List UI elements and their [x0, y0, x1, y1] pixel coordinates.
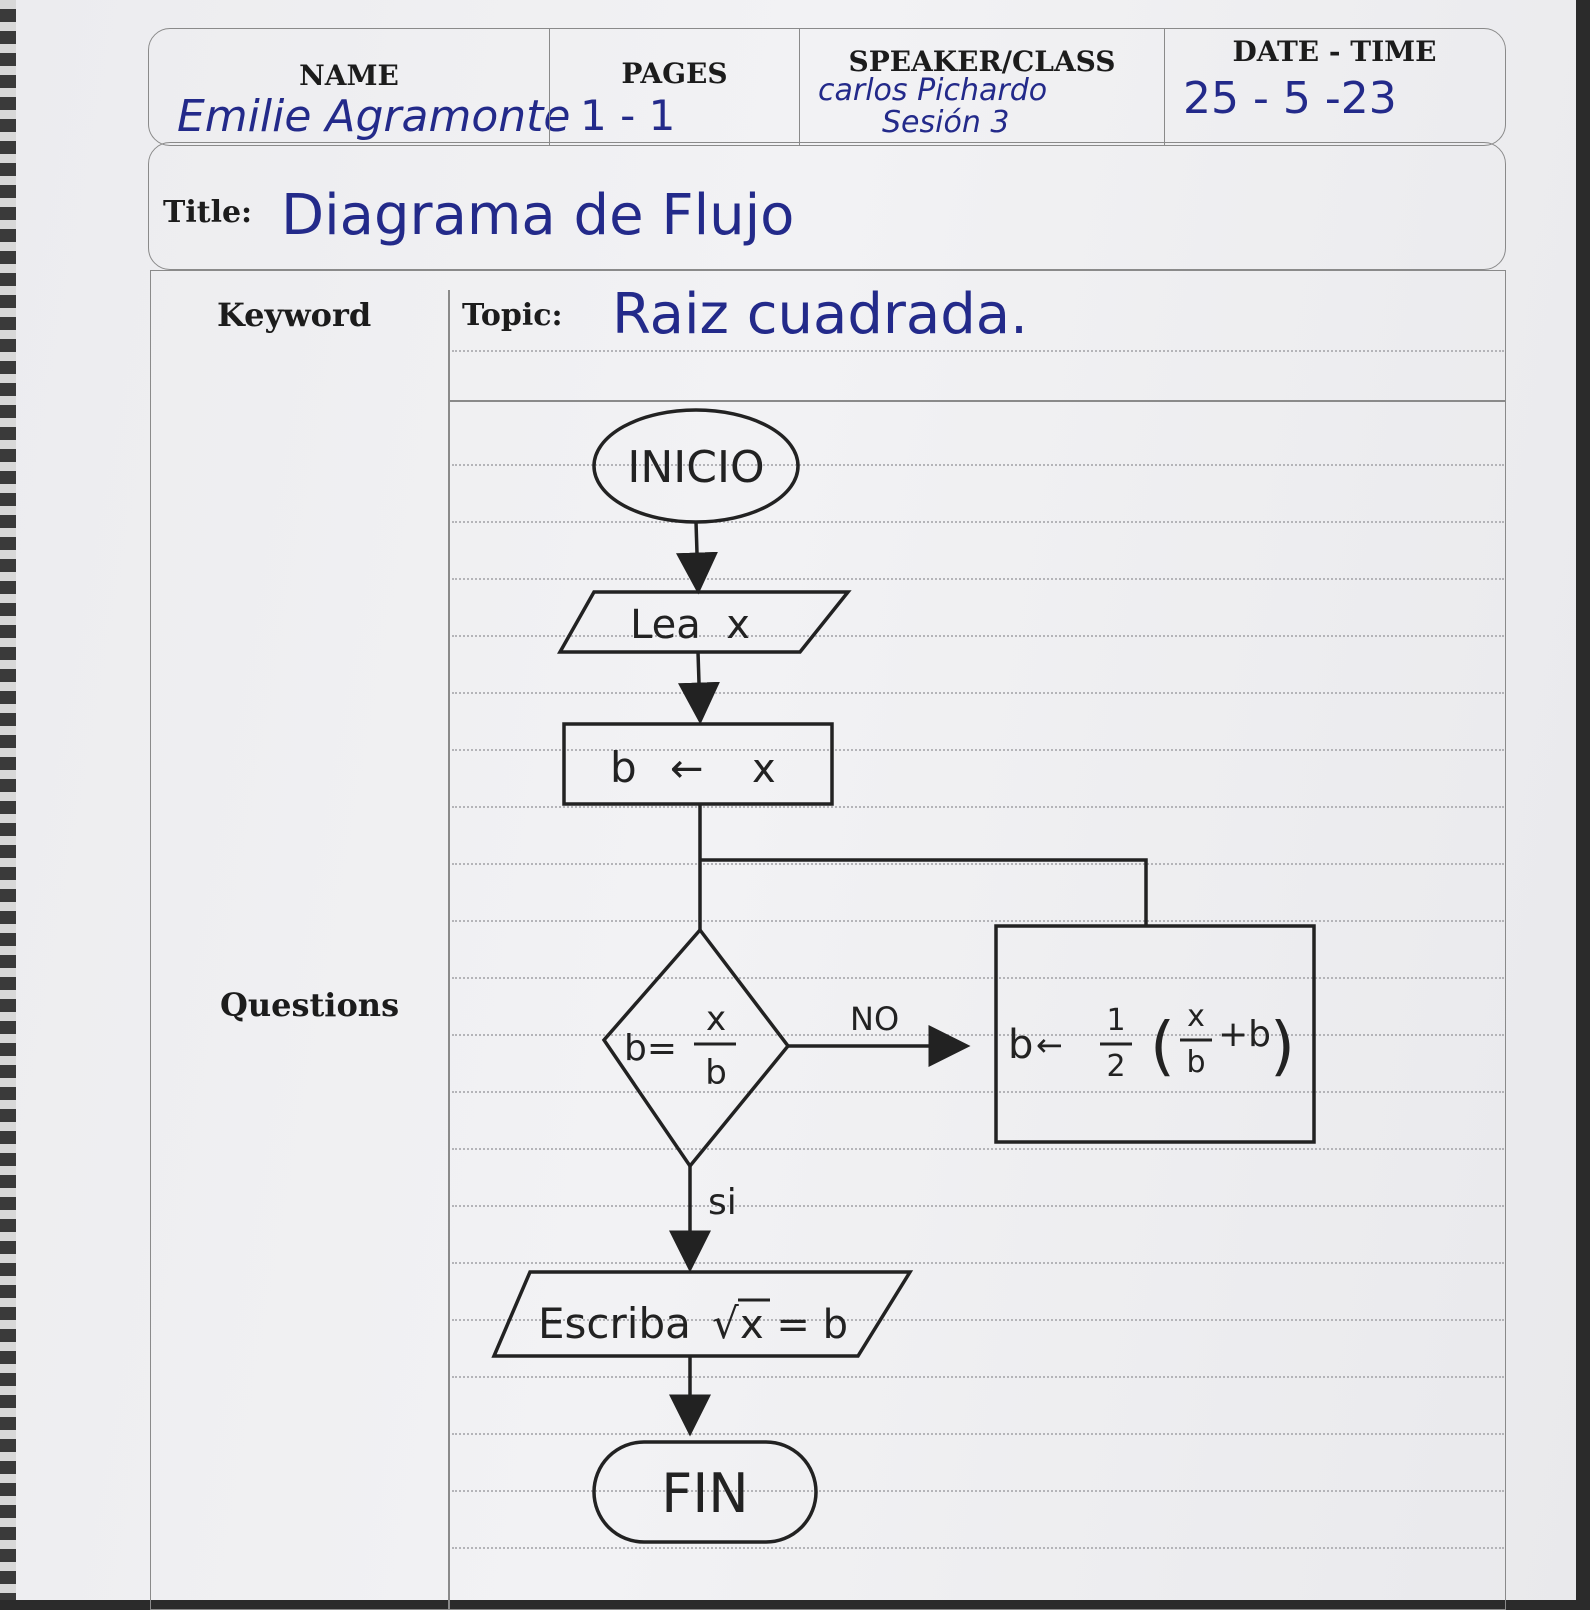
dotted-rule: [452, 977, 1504, 979]
title-label: Title:: [163, 195, 253, 230]
topic-underline: [450, 400, 1506, 402]
end-text: FIN: [661, 1462, 748, 1525]
dotted-rule: [452, 806, 1504, 808]
output-expr: x = b: [740, 1302, 848, 1348]
dotted-rule: [452, 1547, 1504, 1549]
dotted-rule: [452, 521, 1504, 523]
loop-return-line: [700, 858, 1148, 926]
date-cell: DATE - TIME 25 - 5 -23: [1164, 29, 1504, 145]
pages-label: PAGES: [621, 57, 728, 90]
dotted-rule: [452, 1205, 1504, 1207]
input-text: Lea x: [630, 602, 750, 648]
assign-arrow-text: ←: [670, 746, 704, 792]
pages-cell: PAGES 1 - 1: [549, 29, 799, 145]
speaker-label: SPEAKER/CLASS: [848, 45, 1116, 78]
name-label: NAME: [299, 59, 399, 92]
dotted-rule: [452, 1091, 1504, 1093]
update-paren-close: ): [1270, 1010, 1295, 1084]
name-cell: NAME Emilie Agramonte: [149, 29, 570, 145]
output-text: Escriba: [538, 1299, 691, 1348]
notebook-page: [16, 0, 1576, 1600]
arrow-start-to-input: [675, 521, 718, 595]
update-frac-num: x: [1187, 999, 1205, 1034]
keyword-column-divider: [448, 290, 450, 1610]
dotted-rule: [452, 1490, 1504, 1492]
session-value: Sesión 3: [882, 105, 1010, 140]
update-half-num: 1: [1106, 1003, 1125, 1038]
header-box: NAME Emilie Agramonte PAGES 1 - 1 SPEAKE…: [148, 28, 1506, 146]
arrow-input-to-assign: [677, 651, 720, 725]
decision-numerator: x: [706, 999, 726, 1039]
dotted-rule: [452, 635, 1504, 637]
date-label: DATE - TIME: [1232, 35, 1437, 68]
dotted-rule: [452, 1376, 1504, 1378]
dotted-rule: [452, 863, 1504, 865]
decision-left-text: b=: [624, 1028, 677, 1069]
dotted-rule: [452, 578, 1504, 580]
questions-label: Questions: [220, 986, 400, 1024]
dotted-rule: [452, 464, 1504, 466]
start-text: INICIO: [627, 442, 764, 493]
update-frac-den: b: [1186, 1045, 1205, 1080]
decision-denominator: b: [705, 1053, 727, 1093]
update-left-text: b: [1008, 1022, 1033, 1068]
update-arrow-text: ←: [1036, 1026, 1063, 1064]
dotted-rule: [452, 1148, 1504, 1150]
input-parallelogram: [556, 590, 852, 654]
output-sqrt: √: [712, 1299, 739, 1348]
title-value: Diagrama de Flujo: [281, 183, 795, 248]
title-box: Title: Diagrama de Flujo: [148, 142, 1506, 270]
dotted-rule: [452, 1433, 1504, 1435]
dotted-rule: [452, 749, 1504, 751]
date-value: 25 - 5 -23: [1183, 73, 1397, 124]
pages-value: 1 - 1: [580, 91, 676, 140]
speaker-value: carlos Pichardo: [818, 73, 1048, 108]
dotted-rule: [452, 692, 1504, 694]
speaker-cell: SPEAKER/CLASS carlos Pichardo Sesión 3: [799, 29, 1164, 145]
dotted-rule: [452, 1034, 1504, 1036]
assign-right-text: x: [752, 746, 776, 792]
assign-left-text: b: [610, 743, 637, 792]
dotted-rule: [452, 1262, 1504, 1264]
yes-label: si: [708, 1182, 737, 1223]
output-parallelogram: [491, 1270, 914, 1358]
update-process: [994, 924, 1316, 1144]
dotted-rule: [452, 920, 1504, 922]
assign-process: [562, 722, 834, 806]
end-terminal: [592, 1440, 818, 1544]
update-plus-text: +b: [1218, 1014, 1271, 1055]
no-label: NO: [850, 1000, 899, 1038]
dotted-rule: [452, 350, 1504, 352]
name-value: Emilie Agramonte: [177, 91, 571, 142]
topic-value: Raiz cuadrada.: [612, 282, 1028, 347]
update-paren-open: (: [1150, 1010, 1175, 1084]
update-half-den: 2: [1106, 1049, 1125, 1084]
topic-label: Topic:: [462, 298, 563, 333]
dotted-rule: [452, 1319, 1504, 1321]
keyword-label: Keyword: [217, 296, 372, 334]
